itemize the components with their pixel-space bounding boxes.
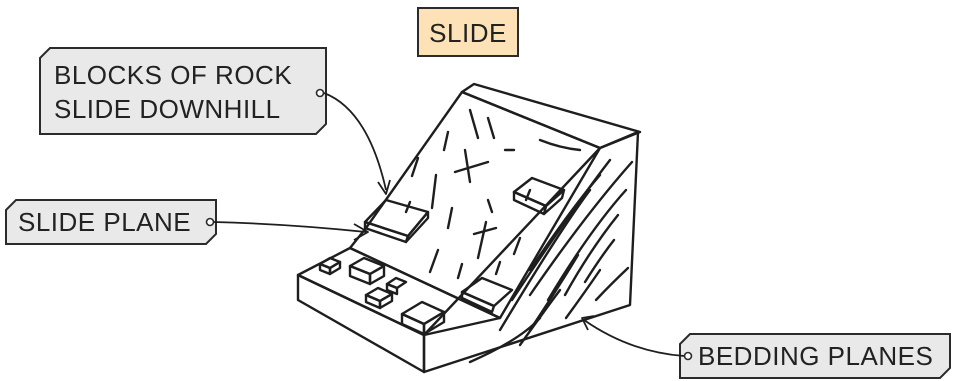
label-slide-plane-text: SLIDE PLANE (18, 207, 191, 237)
label-box-slide-plane (5, 199, 217, 245)
grass-top (460, 82, 642, 150)
label-bedding-planes: BEDDING PLANES (581, 315, 951, 379)
circle-dot-icon (205, 217, 215, 227)
debris-block (400, 300, 446, 336)
debris-block (348, 256, 386, 286)
slope-cracks (404, 108, 582, 280)
label-blocks-line2: SLIDE DOWNHILL (54, 94, 281, 124)
landform (296, 82, 642, 374)
pointer-line-bedding (583, 319, 685, 357)
slope-blocks (363, 176, 566, 314)
label-slide-plane: SLIDE PLANE (5, 199, 369, 245)
pointer-line-slide-plane (213, 221, 367, 233)
title-box-bg (417, 7, 519, 57)
label-box-bedding-planes (679, 333, 951, 379)
debris-block (318, 256, 342, 276)
pointer-line-blocks (323, 92, 387, 191)
arrow-head-icon (353, 223, 369, 241)
circle-dot-icon (683, 351, 693, 361)
arrow-head-icon (377, 179, 391, 195)
title-box: SLIDE (417, 7, 519, 57)
label-blocks-of-rock: BLOCKS OF ROCK SLIDE DOWNHILL (39, 47, 391, 195)
circle-dot-icon (315, 88, 325, 98)
base-top (296, 246, 502, 337)
debris-block (385, 276, 408, 296)
rock-block (512, 176, 566, 216)
debris-block (364, 286, 394, 310)
arrow-head-icon (581, 315, 595, 331)
base-front-face (296, 273, 426, 374)
debris-blocks (318, 256, 446, 336)
label-blocks-line1: BLOCKS OF ROCK (54, 60, 292, 90)
rock-block (460, 276, 514, 314)
label-bedding-planes-text: BEDDING PLANES (698, 341, 933, 371)
title-text: SLIDE (429, 18, 507, 48)
bedding-plane-lines (468, 158, 634, 364)
label-box-blocks (39, 47, 327, 135)
rock-block (363, 198, 430, 244)
